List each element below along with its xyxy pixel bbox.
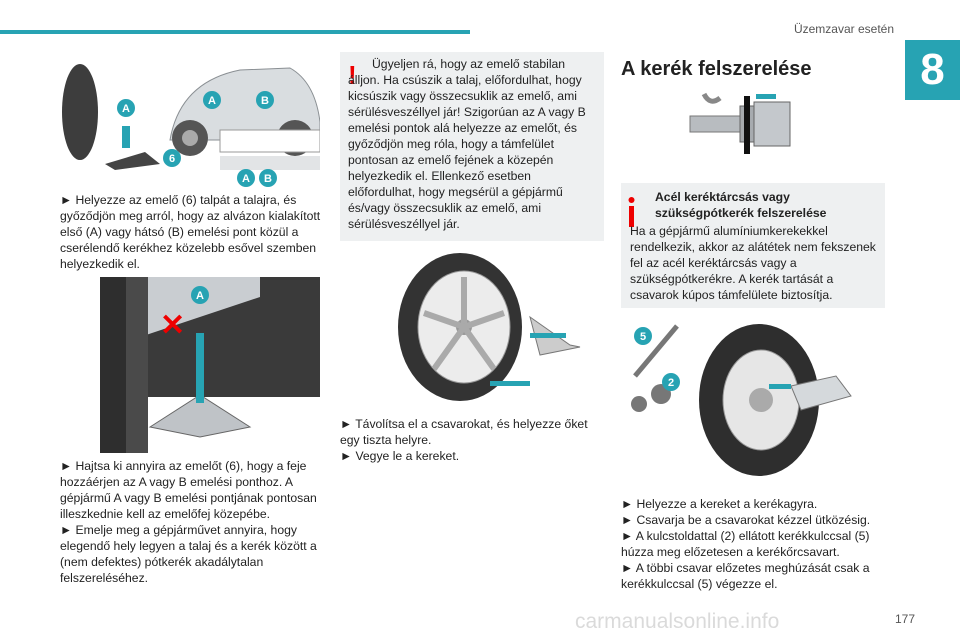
label-a-3: A xyxy=(242,173,250,185)
label-5: 5 xyxy=(640,331,646,343)
col2-steps: ► Távolítsa el a csavarokat, és helyezze… xyxy=(340,416,604,464)
lift-arrow-icon xyxy=(196,333,204,403)
info-icon xyxy=(628,197,635,227)
col3-paragraph-3: ► A kulcstoldattal (2) ellátott kerékkul… xyxy=(621,529,870,559)
remove-wheel-arrow-icon xyxy=(490,381,530,386)
wheel-mount-figure: 5 2 xyxy=(621,316,885,484)
info-text: Ha a gépjármű alumíniumkerekekkel rendel… xyxy=(630,224,876,302)
label-6: 6 xyxy=(169,153,175,165)
col1-step2: ► Hajtsa ki annyira az emelőt (6), hogy … xyxy=(60,458,322,586)
info-title: Acél keréktárcsás vagy szükségpótkerék f… xyxy=(655,190,827,220)
wrong-position-icon: ✕ xyxy=(160,309,185,342)
remove-bolts-arrow-icon xyxy=(530,333,566,338)
label-b-2: B xyxy=(264,173,272,185)
label-a-2: A xyxy=(208,95,216,107)
col1-paragraph-3: ► Emelje meg a gépjárművet annyira, hogy… xyxy=(60,523,317,585)
col3-paragraph-1: ► Helyezze a kereket a kerékagyra. xyxy=(621,497,818,511)
info-box: Acél keréktárcsás vagy szükségpótkerék f… xyxy=(621,183,885,308)
mount-arrow-icon xyxy=(769,384,791,389)
header-accent-bar xyxy=(0,30,470,34)
wheel-removal-figure xyxy=(340,247,604,403)
warning-icon: ! xyxy=(348,60,357,90)
label-b-1: B xyxy=(261,95,269,107)
col2-paragraph-1: ► Távolítsa el a csavarokat, és helyezze… xyxy=(340,417,588,447)
col2-paragraph-2: ► Vegye le a kereket. xyxy=(340,449,460,463)
col1-paragraph-2: ► Hajtsa ki annyira az emelőt (6), hogy … xyxy=(60,459,317,521)
washer-arrow-icon xyxy=(756,94,776,99)
col3-paragraph-2: ► Csavarja be a csavarokat kézzel ütközé… xyxy=(621,513,871,527)
chapter-number: 8 xyxy=(905,40,960,100)
col1-step1: ► Helyezze az emelő (6) talpát a talajra… xyxy=(60,192,322,272)
warning-box: ! Ügyeljen rá, hogy az emelő stabilan ál… xyxy=(340,52,604,241)
warning-text: Ügyeljen rá, hogy az emelő stabilan állj… xyxy=(348,57,586,231)
label-a-1: A xyxy=(122,103,130,115)
col1-paragraph-1: ► Helyezze az emelő (6) talpát a talajra… xyxy=(60,193,321,271)
label-a-4: A xyxy=(196,290,204,302)
page-number: 177 xyxy=(894,612,915,626)
lift-arrow-icon xyxy=(122,126,130,148)
jack-under-car-figure: ✕ A xyxy=(60,277,320,453)
watermark: carmanualsonline.info xyxy=(575,610,780,633)
col3-paragraph-4: ► A többi csavar előzetes meghúzását csa… xyxy=(621,561,870,591)
section-title: Üzemzavar esetén xyxy=(793,22,894,36)
label-2: 2 xyxy=(668,377,674,389)
jack-position-figure: A A B 6 A B xyxy=(60,52,321,188)
section-heading: A kerék felszerelése xyxy=(621,58,812,80)
col3-steps: ► Helyezze a kereket a kerékagyra. ► Csa… xyxy=(621,496,887,592)
bolt-washer-figure xyxy=(680,86,800,162)
